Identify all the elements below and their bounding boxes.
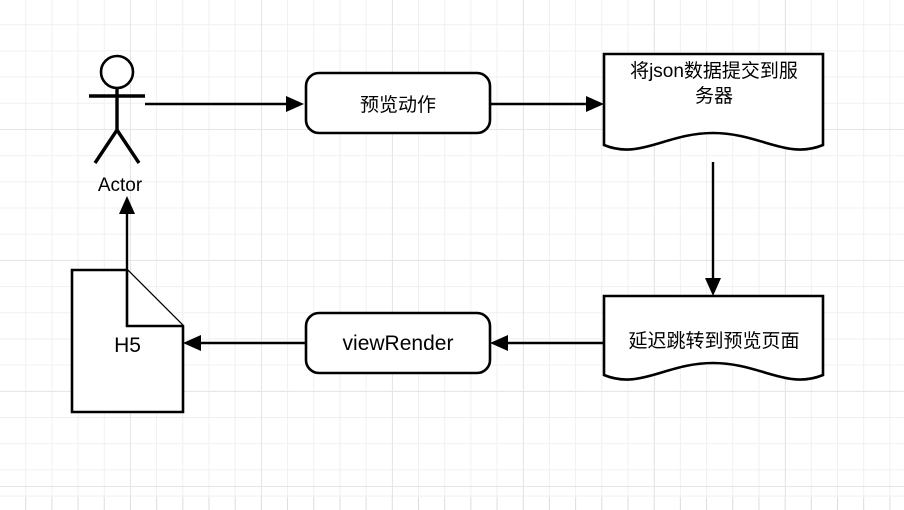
arrow-head-up-icon <box>119 196 135 214</box>
node-actor[interactable] <box>89 54 145 164</box>
edge-delay-jump-to-view-render <box>490 335 604 351</box>
edge-preview-action-to-submit-json <box>490 96 604 112</box>
arrow-head-down-icon <box>705 278 721 296</box>
actor-head-icon <box>99 54 135 90</box>
arrow-head-left-icon <box>490 335 508 351</box>
h5-page-fold-icon <box>125 270 183 328</box>
arrow-head-right-icon <box>586 96 604 112</box>
arrow-head-left-icon <box>183 335 201 351</box>
node-delay-jump[interactable] <box>602 294 825 381</box>
actor-right-leg-line <box>115 129 141 164</box>
edge-view-render-to-h5 <box>183 335 306 351</box>
edge-actor-to-preview-action <box>145 96 304 112</box>
edge-submit-json-to-delay-jump <box>705 162 721 296</box>
arrow-head-right-icon <box>286 96 304 112</box>
node-h5-page[interactable] <box>70 268 185 414</box>
node-submit-json[interactable] <box>602 52 825 151</box>
edge-h5-to-actor <box>119 196 135 270</box>
node-view-render[interactable] <box>304 311 492 375</box>
node-preview-action[interactable] <box>304 71 492 135</box>
actor-left-leg-line <box>93 129 119 164</box>
